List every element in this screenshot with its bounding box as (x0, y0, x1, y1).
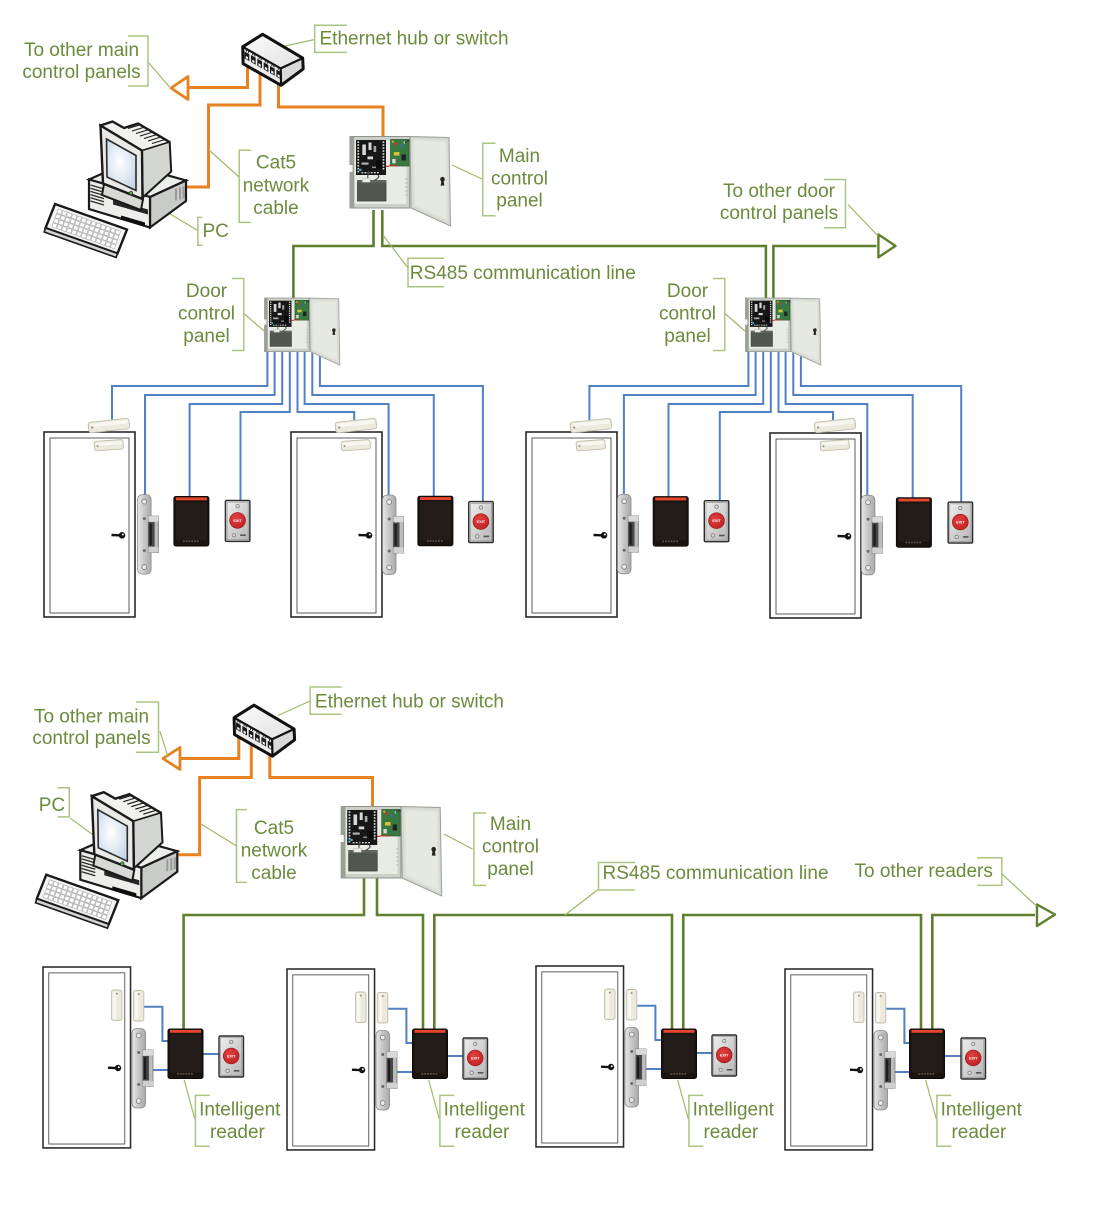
svg-text:To other main: To other main (34, 707, 149, 728)
svg-text:To other door: To other door (723, 181, 836, 202)
svg-text:Intelligent: Intelligent (693, 1100, 775, 1121)
svg-text:network: network (243, 176, 310, 197)
svg-text:Intelligent: Intelligent (444, 1100, 526, 1121)
svg-text:Cat5: Cat5 (254, 818, 294, 839)
svg-text:RS485 communication line: RS485 communication line (603, 863, 829, 884)
svg-text:control: control (178, 304, 235, 325)
svg-text:Main: Main (490, 814, 531, 835)
svg-text:control panels: control panels (32, 728, 150, 749)
svg-text:reader: reader (210, 1122, 266, 1143)
svg-text:control: control (491, 169, 548, 190)
svg-text:Ethernet hub or switch: Ethernet hub or switch (315, 692, 504, 713)
svg-text:Intelligent: Intelligent (941, 1100, 1023, 1121)
svg-text:cable: cable (251, 863, 296, 884)
svg-text:Ethernet hub or switch: Ethernet hub or switch (320, 29, 509, 50)
svg-text:Door: Door (186, 281, 228, 302)
svg-text:control: control (659, 304, 716, 325)
svg-text:panel: panel (183, 326, 230, 347)
svg-text:cable: cable (253, 198, 298, 219)
svg-text:control panels: control panels (720, 203, 838, 224)
svg-text:Cat5: Cat5 (256, 153, 296, 174)
svg-text:Door: Door (667, 281, 709, 302)
svg-text:control panels: control panels (22, 62, 140, 83)
svg-text:reader: reader (703, 1122, 759, 1143)
svg-text:control: control (482, 837, 539, 858)
svg-text:Intelligent: Intelligent (199, 1100, 281, 1121)
svg-text:panel: panel (664, 326, 711, 347)
svg-text:PC: PC (203, 221, 229, 242)
svg-text:reader: reader (951, 1122, 1007, 1143)
svg-text:panel: panel (496, 191, 543, 212)
svg-text:To other readers: To other readers (855, 861, 993, 882)
svg-text:RS485 communication line: RS485 communication line (410, 263, 636, 284)
svg-text:Main: Main (499, 146, 540, 167)
svg-text:reader: reader (454, 1122, 510, 1143)
svg-text:PC: PC (39, 795, 65, 816)
svg-text:To other main: To other main (24, 40, 139, 61)
svg-text:network: network (241, 841, 308, 862)
svg-text:panel: panel (487, 859, 534, 880)
